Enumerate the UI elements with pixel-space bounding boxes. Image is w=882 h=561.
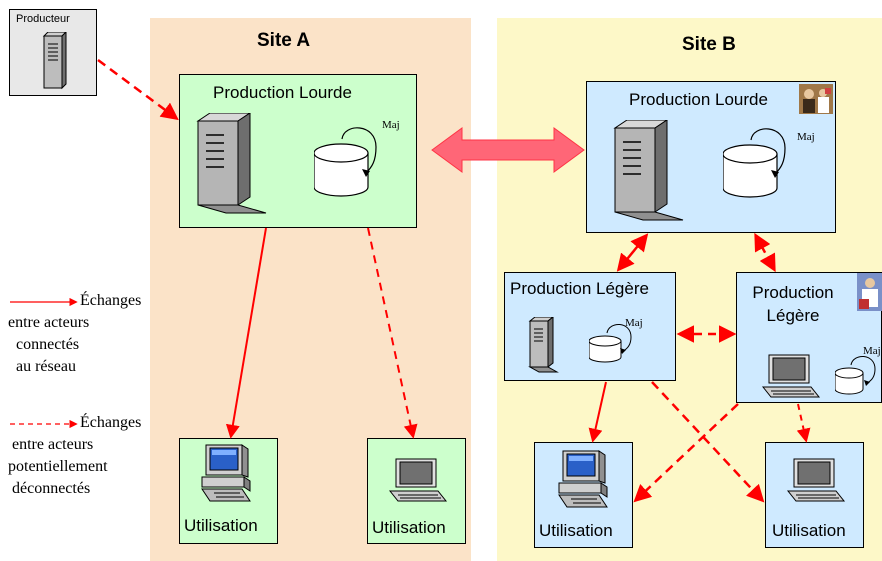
laptop-icon xyxy=(786,458,846,502)
legend-disconnected-line-4: déconnectés xyxy=(12,480,91,497)
maj-label: Maj xyxy=(625,317,643,329)
legend-disconnected-line-1: Échanges xyxy=(80,414,142,431)
producer-label: Producteur xyxy=(16,13,70,25)
legend-disconnected-line-2: entre acteurs xyxy=(12,436,94,453)
site-b-production-legere-2-box[interactable]: Production Légère Maj xyxy=(736,272,882,403)
site-a-utilisation-2-box[interactable]: Utilisation xyxy=(367,438,466,544)
site-b-production-lourde-title: Production Lourde xyxy=(629,90,768,109)
site-b-production-legere-1-box[interactable]: Production Légère Maj xyxy=(504,272,676,381)
legend-connected-line-2: entre acteurs xyxy=(8,314,90,331)
person-photo-icon xyxy=(857,273,882,311)
legend-disconnected: Échanges entre acteurs potentiellement d… xyxy=(8,412,141,500)
site-a-production-lourde-box[interactable]: Production Lourde Maj xyxy=(179,74,417,228)
legend-connected-line-1: Échanges xyxy=(80,292,142,309)
maj-label: Maj xyxy=(382,119,400,131)
site-a-utilisation-1-label: Utilisation xyxy=(184,516,258,535)
site-b-utilisation-1-box[interactable]: Utilisation xyxy=(534,442,633,548)
site-a-utilisation-2-label: Utilisation xyxy=(372,518,446,537)
legend-connected: Échanges entre acteurs connectés au rése… xyxy=(8,290,141,378)
desktop-computer-icon xyxy=(558,450,608,508)
database-icon xyxy=(314,127,377,197)
server-tower-icon xyxy=(613,120,684,221)
site-a-utilisation-1-box[interactable]: Utilisation xyxy=(179,438,278,544)
title-line-2: Légère xyxy=(766,306,820,325)
site-b-production-lourde-box[interactable]: Production Lourde Maj xyxy=(586,81,836,233)
site-b-production-legere-2-title: Production Légère xyxy=(743,281,843,327)
producer-box[interactable]: Producteur xyxy=(9,9,97,96)
site-a-production-lourde-title: Production Lourde xyxy=(213,83,352,102)
database-icon xyxy=(835,356,876,395)
legend-disconnected-line-3: potentiellement xyxy=(8,458,108,475)
laptop-icon xyxy=(388,458,448,502)
legend-connected-line-3: connectés xyxy=(16,336,80,353)
site-a-title: Site A xyxy=(257,30,311,51)
server-icon xyxy=(42,32,67,90)
site-b-production-legere-1-title: Production Légère xyxy=(510,279,649,298)
server-icon xyxy=(528,317,559,373)
laptop-icon xyxy=(761,354,821,398)
site-b-utilisation-1-label: Utilisation xyxy=(539,521,613,540)
site-b-utilisation-2-box[interactable]: Utilisation xyxy=(765,442,864,548)
legend-connected-line-4: au réseau xyxy=(16,358,76,375)
server-tower-icon xyxy=(196,113,267,214)
maj-label: Maj xyxy=(797,131,815,143)
database-icon xyxy=(723,128,786,198)
maj-label: Maj xyxy=(863,345,881,357)
site-b-utilisation-2-label: Utilisation xyxy=(772,521,846,540)
workers-photo-icon xyxy=(799,84,833,114)
database-icon xyxy=(589,324,632,363)
title-line-1: Production xyxy=(752,283,834,302)
desktop-computer-icon xyxy=(201,444,251,502)
site-b-title: Site B xyxy=(682,34,736,55)
